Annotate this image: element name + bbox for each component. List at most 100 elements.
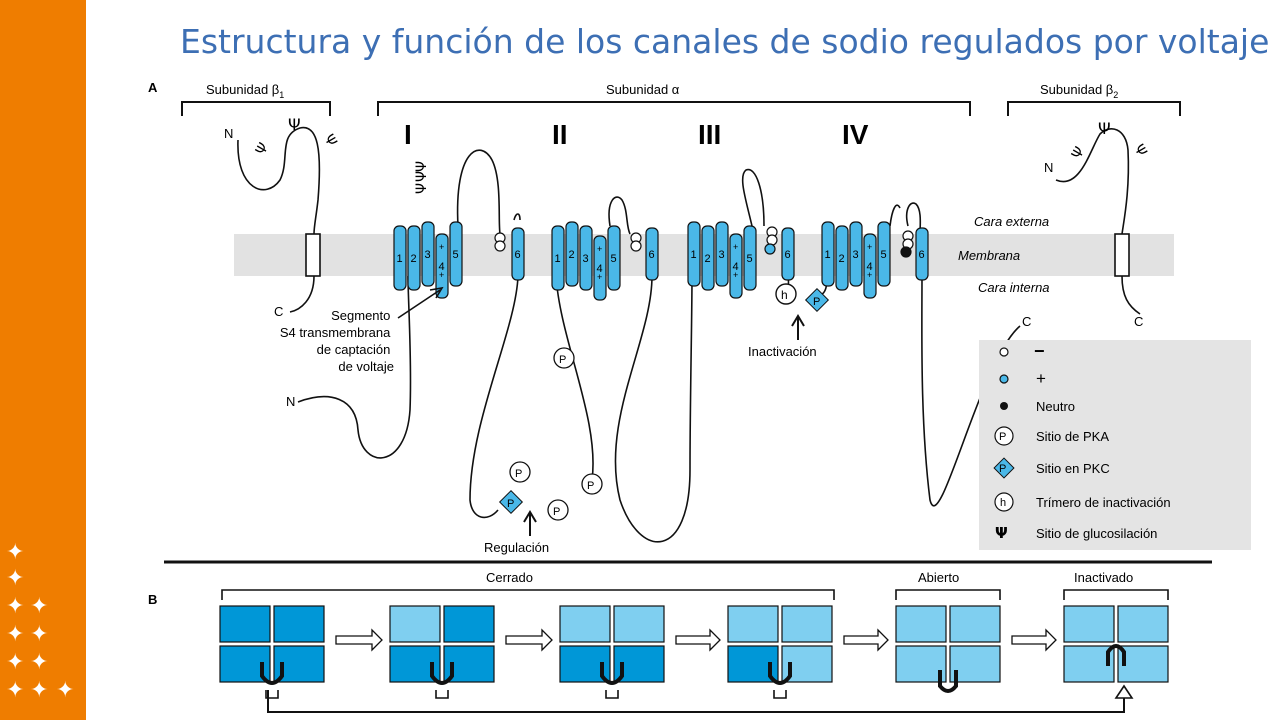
- channel-quadrant: [219, 605, 271, 643]
- alpha-n-terminal: N: [286, 394, 295, 409]
- p-symbol: P: [813, 296, 820, 308]
- transmembrane-segment: [715, 221, 729, 287]
- channel-quadrant: [1063, 645, 1115, 683]
- segment-number: 2: [839, 253, 845, 265]
- segment-number: 4: [439, 261, 445, 273]
- p-symbol: P: [507, 498, 514, 510]
- segment-number: 3: [583, 253, 589, 265]
- cara-interna-label: Cara interna: [978, 280, 1050, 295]
- segment-number: 2: [569, 249, 575, 261]
- sparkle-icon: ✦: [30, 594, 49, 619]
- segment-number: 1: [555, 253, 561, 265]
- transmembrane-segment: [511, 227, 525, 281]
- segment-number: 4: [597, 263, 603, 275]
- inactivation-trimer-icon: [994, 492, 1014, 512]
- channel-quadrant: [781, 605, 833, 643]
- regulation-arrow: [523, 510, 537, 536]
- channel-quadrant: [1117, 645, 1169, 683]
- pore-loop-charges: [494, 226, 914, 258]
- pkc-site-icon: [993, 457, 1015, 479]
- sparkle-icon: ✦: [6, 650, 25, 675]
- channel-quadrant: [443, 605, 495, 643]
- channel-quadrant: [1063, 605, 1115, 643]
- segment-number: 3: [425, 249, 431, 261]
- pka-site-icon: [509, 461, 531, 483]
- gate-closed: [600, 662, 624, 685]
- segment-number: 4: [867, 261, 873, 273]
- plus-charge: +: [867, 242, 872, 252]
- pkc-site-icon: [804, 287, 830, 313]
- negative-charge-icon: [999, 347, 1009, 357]
- plus-charge: +: [439, 270, 444, 280]
- legend-item-positive: +: [1036, 369, 1046, 388]
- negative-charge-icon: [630, 240, 642, 252]
- plus-charge: +: [733, 270, 738, 280]
- glycosylation-icon: Ψ: [1098, 119, 1111, 138]
- transmembrane-segment: [551, 225, 565, 291]
- plus-charge: +: [597, 244, 602, 254]
- gate-closed: [768, 662, 792, 685]
- gate-closed: [430, 662, 454, 685]
- segment-number: 5: [453, 249, 459, 261]
- beta2-n-terminal: N: [1044, 160, 1053, 175]
- legend-item-pkc: Sitio en PKC: [1036, 461, 1110, 476]
- gate-closed: [260, 662, 284, 685]
- p-symbol: P: [515, 468, 522, 480]
- segment-number: 1: [397, 253, 403, 265]
- segment-number: 5: [611, 253, 617, 265]
- cerrado-label: Cerrado: [486, 570, 533, 585]
- sparkle-icon: ✦: [30, 650, 49, 675]
- glycosylation-icon: Ψ: [995, 524, 1008, 542]
- segment-number: 5: [881, 249, 887, 261]
- segment-number: 1: [825, 249, 831, 261]
- positive-charge-icon: [999, 374, 1009, 384]
- p-symbol: P: [553, 506, 560, 518]
- transmembrane-segment: [877, 221, 891, 287]
- gate-open: [938, 670, 958, 693]
- cara-externa-label: Cara externa: [974, 214, 1049, 229]
- plus-charge: +: [597, 272, 602, 282]
- channel-quadrant: [895, 605, 947, 643]
- pka-site-icon: [581, 473, 603, 495]
- transmembrane-segment: [565, 221, 579, 287]
- transmembrane-segment: [835, 225, 849, 291]
- glycosylation-icon: Ψ: [288, 115, 301, 134]
- segment-number: 6: [649, 249, 655, 261]
- transmembrane-segment: [435, 233, 449, 299]
- top-brackets: [181, 101, 1181, 116]
- inactivation-trimer-icon: [775, 283, 797, 305]
- beta2-c-terminal: C: [1134, 314, 1143, 329]
- pkc-site-icon: [498, 489, 524, 515]
- state-transition-arrow: [505, 628, 553, 652]
- sparkle-icon: ✦: [6, 594, 25, 619]
- transmembrane-segment: [863, 233, 877, 299]
- alpha-label: Subunidad α: [606, 82, 680, 97]
- channel-quadrant: [1117, 605, 1169, 643]
- inactivado-label: Inactivado: [1074, 570, 1133, 585]
- gate-inactivated: [1106, 644, 1126, 666]
- domain-iii-label: III: [698, 119, 721, 150]
- sidebar-accent: ✦ ✦ ✦ ✦ ✦ ✦ ✦ ✦ ✦ ✦ ✦: [0, 0, 86, 720]
- panel-a-label: A: [148, 80, 158, 95]
- abierto-label: Abierto: [918, 570, 959, 585]
- recovery-link: [605, 690, 619, 699]
- transmembrane-segment: [915, 227, 929, 281]
- transmembrane-segment: [393, 225, 407, 291]
- positive-charge-icon: [764, 243, 776, 255]
- channel-states: [219, 605, 1169, 699]
- sparkle-icon: ✦: [56, 678, 75, 703]
- transmembrane-segment: [593, 235, 607, 301]
- sparkle-icon: ✦: [30, 622, 49, 647]
- glycosylation-icon: Ψ: [320, 132, 339, 150]
- channel-quadrant: [727, 605, 779, 643]
- sparkle-icon: ✦: [6, 678, 25, 703]
- legend-item-trimer: Trímero de inactivación: [1036, 495, 1171, 510]
- state-transition-arrow: [843, 628, 889, 652]
- regulacion-label: Regulación: [484, 540, 549, 555]
- recovery-link: [265, 690, 279, 699]
- recovery-link: [773, 690, 787, 699]
- inactivation-arrow: [791, 314, 805, 340]
- transmembrane-segment: [821, 221, 835, 287]
- segment-number: 1: [691, 249, 697, 261]
- recovery-link: [435, 690, 449, 699]
